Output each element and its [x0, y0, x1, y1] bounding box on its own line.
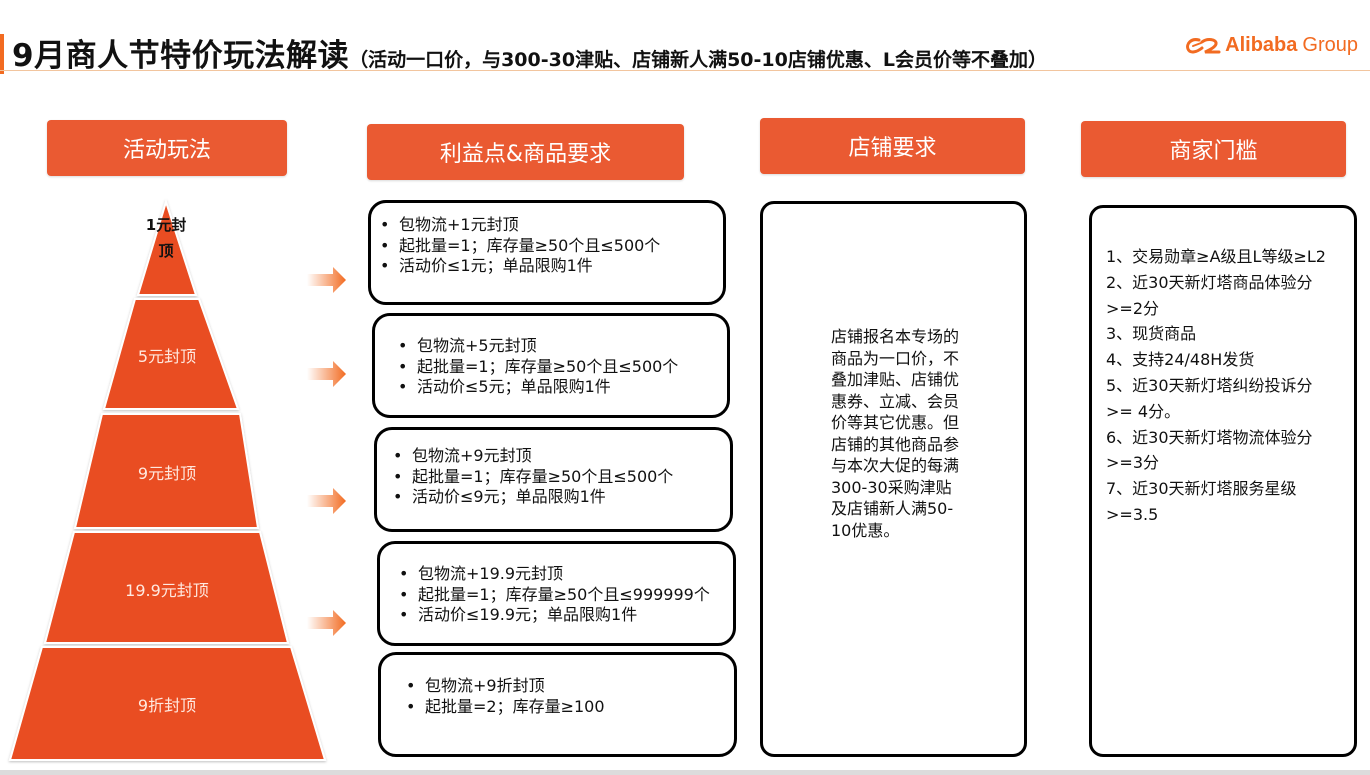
- benefit-item: 包物流+5元封顶: [395, 336, 727, 357]
- tier-5-shape: [8, 646, 327, 761]
- tier-label-5: 9折封顶: [137, 696, 197, 715]
- arrow-right-icon: [307, 361, 346, 387]
- tier-label-4: 19.9元封顶: [125, 581, 209, 600]
- benefit-list: 包物流+9元封顶 起批量=1；库存量≥50个且≤500个 活动价≤9元；单品限购…: [390, 446, 730, 508]
- benefit-box-4: 包物流+19.9元封顶 起批量=1；库存量≥50个且≤999999个 活动价≤1…: [377, 541, 736, 646]
- benefit-item: 活动价≤19.9元；单品限购1件: [396, 605, 733, 626]
- slide-title: 9月商人节特价玩法解读（活动一口价，与300-30津贴、店铺新人满50-10店铺…: [12, 30, 1047, 75]
- alibaba-logo-icon: [1186, 37, 1221, 53]
- logo-group-text: Group: [1302, 34, 1358, 56]
- benefit-box-5: 包物流+9折封顶 起批量=2；库存量≥100: [378, 652, 737, 757]
- threshold-line: >=3分: [1106, 453, 1159, 473]
- benefit-list: 包物流+9折封顶 起批量=2；库存量≥100: [403, 676, 734, 717]
- tier-label-3: 9元封顶: [137, 464, 197, 483]
- benefit-box-3: 包物流+9元封顶 起批量=1；库存量≥50个且≤500个 活动价≤9元；单品限购…: [374, 427, 733, 532]
- slide-header: 9月商人节特价玩法解读（活动一口价，与300-30津贴、店铺新人满50-10店铺…: [0, 28, 1370, 75]
- benefit-item: 起批量=1；库存量≥50个且≤999999个: [396, 585, 733, 606]
- threshold-line: 5、近30天新灯塔纠纷投诉分: [1106, 375, 1313, 395]
- threshold-line: >= 4分。: [1106, 401, 1181, 421]
- tier-3-shape: [73, 413, 260, 529]
- tier-label-2: 5元封顶: [137, 347, 197, 366]
- benefit-item: 活动价≤1元；单品限购1件: [377, 256, 723, 277]
- title-accent-bar: [0, 34, 4, 74]
- benefit-item: 包物流+19.9元封顶: [396, 564, 733, 585]
- header-activity: 活动玩法: [47, 120, 287, 176]
- benefit-list: 包物流+1元封顶 起批量=1；库存量≥50个且≤500个 活动价≤1元；单品限购…: [377, 215, 723, 277]
- tier-4-shape: [43, 531, 290, 644]
- threshold-line: >=2分: [1106, 298, 1159, 318]
- header-shop: 店铺要求: [760, 118, 1025, 174]
- header-benefits: 利益点&商品要求: [367, 124, 684, 180]
- benefit-item: 起批量=2；库存量≥100: [403, 697, 734, 718]
- logo-brand-text: Alibaba: [1225, 34, 1298, 56]
- benefit-item: 起批量=1；库存量≥50个且≤500个: [390, 467, 730, 488]
- pyramid-shape: [8, 198, 327, 761]
- benefit-item: 起批量=1；库存量≥50个且≤500个: [377, 236, 723, 257]
- benefit-item: 起批量=1；库存量≥50个且≤500个: [395, 357, 727, 378]
- benefit-box-1: 包物流+1元封顶 起批量=1；库存量≥50个且≤500个 活动价≤1元；单品限购…: [368, 200, 726, 305]
- shop-requirement-text: 店铺报名本专场的商品为一口价，不叠加津贴、店铺优惠券、立减、会员价等其它优惠。但…: [831, 327, 960, 540]
- tier-2-shape: [102, 298, 240, 410]
- bottom-edge: [0, 770, 1370, 775]
- benefit-list: 包物流+19.9元封顶 起批量=1；库存量≥50个且≤999999个 活动价≤1…: [396, 564, 733, 626]
- threshold-line: 4、支持24/48H发货: [1106, 350, 1255, 370]
- benefit-box-2: 包物流+5元封顶 起批量=1；库存量≥50个且≤500个 活动价≤5元；单品限购…: [372, 313, 730, 418]
- benefit-item: 活动价≤9元；单品限购1件: [390, 487, 730, 508]
- threshold-line: >=3.5: [1106, 504, 1159, 524]
- title-divider: [0, 70, 1370, 71]
- header-merchant: 商家门槛: [1081, 121, 1346, 177]
- arrow-right-icon: [307, 267, 346, 293]
- threshold-line: 2、近30天新灯塔商品体验分: [1106, 272, 1313, 292]
- threshold-line: 6、近30天新灯塔物流体验分: [1106, 427, 1313, 447]
- threshold-line: 3、现货商品: [1106, 324, 1197, 344]
- benefit-item: 包物流+9元封顶: [390, 446, 730, 467]
- merchant-threshold-list: 1、交易勋章≥A级且L等级≥L2 2、近30天新灯塔商品体验分 >=2分 3、现…: [1106, 244, 1346, 528]
- tier-label-1: 1元封顶: [145, 216, 187, 260]
- alibaba-group-logo: Alibaba Group: [1185, 34, 1358, 57]
- benefit-item: 包物流+1元封顶: [377, 215, 723, 236]
- price-tier-pyramid: 1元封顶 5元封顶 9元封顶 19.9元封顶 9折封顶: [0, 195, 340, 765]
- arrow-right-icon: [307, 610, 346, 636]
- arrow-right-icon: [307, 488, 346, 514]
- title-subtitle: （活动一口价，与300-30津贴、店铺新人满50-10店铺优惠、L会员价等不叠加…: [349, 49, 1047, 71]
- merchant-threshold-box: 1、交易勋章≥A级且L等级≥L2 2、近30天新灯塔商品体验分 >=2分 3、现…: [1089, 205, 1357, 757]
- title-text: 9月商人节特价玩法解读: [12, 38, 350, 74]
- tier-1-shape: [136, 198, 198, 296]
- benefit-list: 包物流+5元封顶 起批量=1；库存量≥50个且≤500个 活动价≤5元；单品限购…: [395, 336, 727, 398]
- threshold-line: 1、交易勋章≥A级且L等级≥L2: [1106, 247, 1326, 266]
- shop-requirement-box: 店铺报名本专场的商品为一口价，不叠加津贴、店铺优惠券、立减、会员价等其它优惠。但…: [760, 201, 1027, 757]
- threshold-line: 7、近30天新灯塔服务星级: [1106, 479, 1297, 499]
- benefit-item: 活动价≤5元；单品限购1件: [395, 377, 727, 398]
- benefit-item: 包物流+9折封顶: [403, 676, 734, 697]
